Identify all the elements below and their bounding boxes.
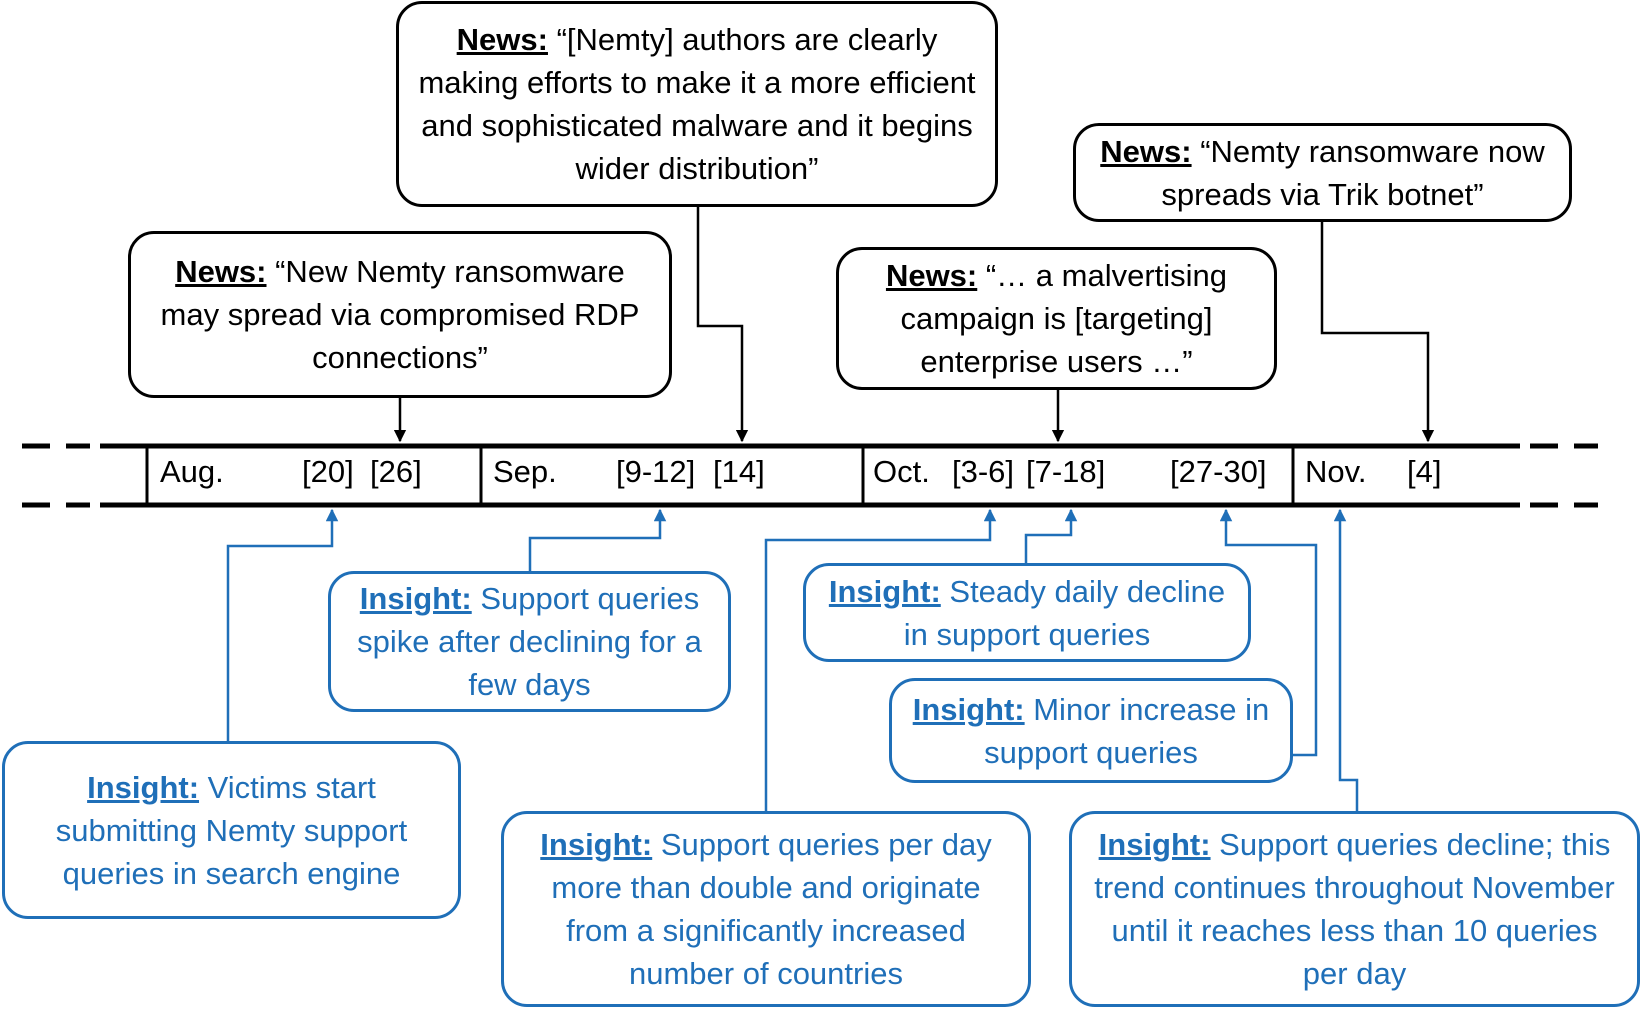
insight-text: Support queries decline; this trend cont… [1094,827,1615,991]
month-label-nov: Nov. [1305,454,1367,489]
news-label: News: [1100,133,1192,169]
month-label-aug: Aug. [160,454,224,489]
insight-text: Steady daily decline in support queries [903,573,1226,652]
news-text: “New Nemty ransomware may spread via com… [160,254,640,375]
news-text: “Nemty ransomware now spreads via Trik b… [1161,133,1545,212]
date-label: [27-30] [1170,454,1267,489]
insight-label: Insight: [87,769,200,805]
insight-text: Victims start submitting Nemty support q… [55,769,408,891]
insight-text: Minor increase in support queries [984,691,1270,770]
news-text: “[Nemty] authors are clearly making effo… [418,22,976,186]
timeline-bar [22,443,1598,508]
insight-callout: Insight: Minor increase in support queri… [889,678,1293,783]
date-label: [26] [370,454,422,489]
insight-label: Insight: [1098,827,1211,862]
news-text: “… a malvertising campaign is [targeting… [900,258,1228,379]
insight-text: Support queries spike after declining fo… [357,581,702,702]
date-label: [14] [713,454,765,489]
month-label-sep: Sep. [493,454,557,489]
news-callout: News: “New Nemty ransomware may spread v… [128,231,672,398]
news-label: News: [456,22,548,57]
news-label: News: [175,254,267,289]
news-callout: News: “[Nemty] authors are clearly makin… [396,1,998,207]
date-label: [3-6] [952,454,1015,489]
insight-callout: Insight: Victims start submitting Nemty … [2,741,461,919]
date-label: [4] [1407,454,1442,489]
date-label: [20] [302,454,354,489]
insight-label: Insight: [540,827,653,862]
month-label-oct: Oct. [873,454,930,489]
insight-label: Insight: [359,581,472,616]
insight-label: Insight: [828,573,941,609]
news-callout: News: “… a malvertising campaign is [tar… [836,247,1277,390]
insight-callout: Insight: Support queries spike after dec… [328,571,731,712]
insight-text: Support queries per day more than double… [551,827,992,991]
insight-label: Insight: [912,691,1025,727]
insight-callout: Insight: Steady daily decline in support… [803,563,1251,662]
insight-callout: Insight: Support queries per day more th… [501,811,1031,1007]
date-label: [7-18] [1026,454,1106,489]
news-connectors [393,206,1435,443]
insight-callout: Insight: Support queries decline; this t… [1069,811,1640,1007]
month-dividers [145,446,1295,505]
news-label: News: [885,258,978,293]
news-callout: News: “Nemty ransomware now spreads via … [1073,123,1572,222]
date-label: [9-12] [616,454,696,489]
insight-connectors [226,508,1359,811]
